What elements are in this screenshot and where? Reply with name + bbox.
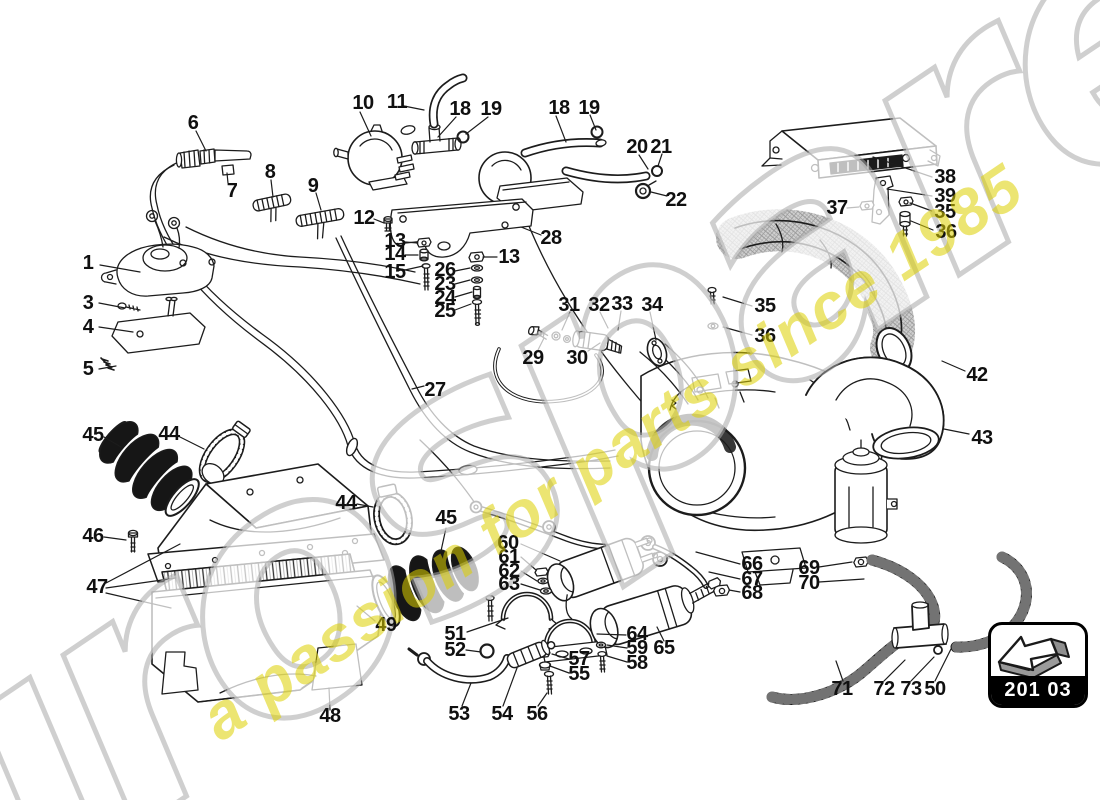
hardware-stack-right	[468, 251, 485, 327]
hose-clamp-part44b	[373, 483, 413, 546]
fuel-pump-part60	[546, 537, 659, 620]
leader-lines	[98, 105, 970, 711]
hose-part53-54	[407, 639, 556, 684]
clamp-part51	[485, 591, 559, 630]
t-fitting-part18	[400, 73, 470, 155]
support-bracket-part28	[389, 198, 534, 258]
sensor-cover-part1	[100, 209, 216, 297]
mounting-bracket-part4	[100, 296, 206, 371]
3d-arrow-left-icon	[997, 635, 1070, 679]
catalog-section-code: 201 03	[991, 676, 1085, 705]
intake-boot-part45b	[371, 546, 479, 628]
vacuum-valve-part10	[333, 124, 415, 191]
ecu-part38	[761, 117, 941, 179]
hose-fitting-part6	[175, 148, 252, 176]
fuel-filter-canister	[834, 439, 898, 544]
pump-hardware-61-62-63	[534, 567, 553, 595]
fuel-pump-part65	[589, 577, 722, 649]
screw-part46	[127, 529, 139, 553]
braided-hose	[469, 500, 635, 550]
vacuum-valve-part19-group	[478, 125, 663, 213]
grommet-strip-part8	[252, 193, 292, 223]
grommet-strip-part9	[295, 208, 345, 240]
catalog-section-badge: 201 03	[988, 622, 1088, 708]
carburetor-cluster	[639, 343, 752, 411]
sensor-part30-group	[493, 326, 668, 404]
intake-plenum-part43	[639, 286, 945, 586]
ecu-bracket-part39	[859, 175, 914, 237]
air-cleaner-housing-part48	[151, 569, 383, 703]
intake-boot-part45a	[98, 421, 200, 517]
